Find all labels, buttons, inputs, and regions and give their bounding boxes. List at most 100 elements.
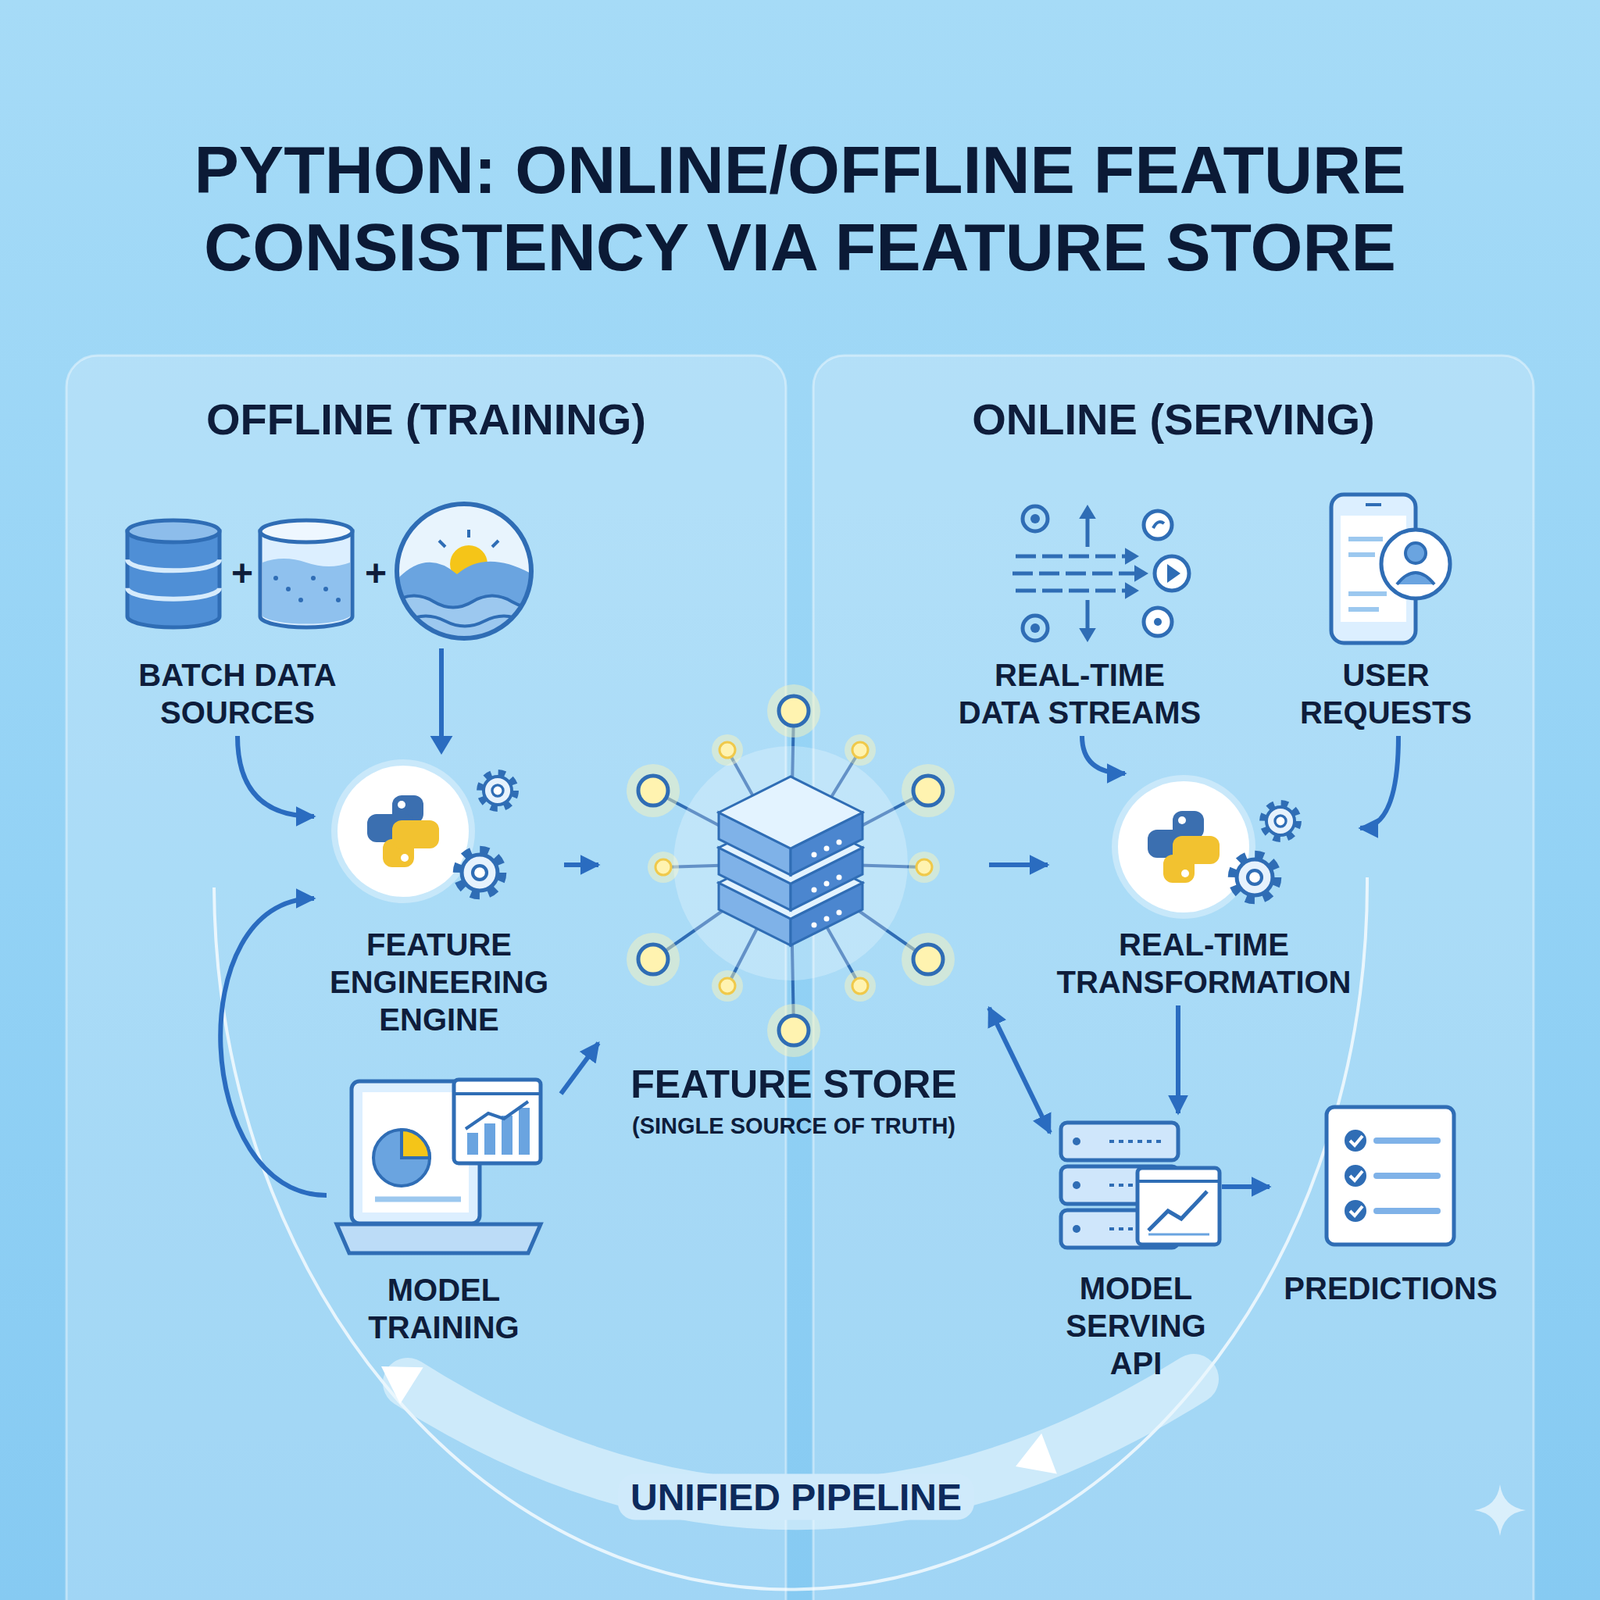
stream-icon	[1078, 504, 1097, 519]
stream-icon	[1125, 547, 1140, 565]
hub-glow	[626, 764, 680, 818]
chart-window	[453, 1079, 541, 1164]
checklist-icon	[1350, 1135, 1363, 1146]
sparkle	[1474, 1484, 1526, 1536]
pipeline-outline	[214, 877, 1368, 1590]
feature-store-node: FEATURE STORE (SINGLE SOURCE OF TRUTH)	[598, 687, 990, 1145]
process-node: REAL-TIME TRANSFORMATION	[1047, 773, 1361, 1006]
pipeline-arrowhead	[1015, 1433, 1058, 1475]
node-label: FEATURE STORE	[598, 1060, 990, 1108]
flow-arrow	[989, 1007, 1050, 1133]
chart-window	[465, 1101, 529, 1129]
python-icon	[397, 800, 406, 809]
output-node: PREDICTIONS	[1269, 1101, 1512, 1312]
hub-dot	[778, 1015, 809, 1046]
stream-icon	[1012, 556, 1135, 591]
gear-icon	[457, 850, 502, 895]
laptop-icon	[401, 1129, 430, 1158]
hub-dot	[913, 944, 943, 975]
stream-icon	[1022, 506, 1048, 532]
hub-dot	[638, 775, 668, 806]
flow-arrowhead	[430, 735, 454, 755]
chart-window	[1148, 1191, 1208, 1231]
node-label: BATCH DATA SOURCES	[112, 656, 363, 732]
stream-icon	[1153, 617, 1162, 626]
chart-window	[501, 1115, 513, 1155]
stream-icon	[1030, 623, 1040, 633]
node-label: USER REQUESTS	[1288, 656, 1484, 732]
chart-window	[484, 1123, 496, 1155]
store-led	[824, 881, 830, 887]
plus-sign: +	[364, 551, 387, 595]
stream-icon	[1153, 521, 1165, 529]
process-node: MODEL TRAINING	[326, 1074, 561, 1351]
pipeline-arrowhead	[381, 1366, 424, 1404]
checklist-icon	[1344, 1164, 1367, 1187]
user-badge	[1396, 572, 1435, 585]
hub-dot	[719, 742, 736, 758]
flow-arrow	[989, 862, 1048, 868]
checklist-icon	[1376, 1172, 1438, 1179]
gear-icon	[1266, 807, 1295, 836]
python-icon	[400, 853, 409, 862]
node-label: MODEL SERVING API	[1050, 1269, 1222, 1383]
gear-icon	[1263, 803, 1298, 839]
chart-window	[1148, 1233, 1210, 1236]
stream-icon	[1154, 556, 1190, 591]
database-icon	[127, 520, 220, 543]
checklist-icon	[1326, 1107, 1454, 1245]
chart-window	[1137, 1179, 1220, 1183]
gear-icon	[461, 854, 498, 891]
database-icon	[127, 559, 220, 599]
source-label: BATCH DATA SOURCES	[112, 656, 363, 736]
hub-glow	[711, 970, 743, 1002]
stream-icon	[1078, 628, 1097, 643]
store-led	[836, 910, 843, 916]
store-led	[811, 922, 818, 929]
source-label: REAL-TIME DATA STREAMS	[950, 656, 1209, 736]
flow-arrow	[1360, 735, 1399, 829]
chart-window	[467, 1132, 479, 1155]
gear-icon	[1275, 815, 1286, 827]
hub-glow	[767, 1003, 821, 1058]
stream-icon	[1143, 510, 1172, 540]
checklist-icon	[1344, 1200, 1367, 1222]
data-lake-icon	[335, 597, 341, 603]
python-icon	[337, 765, 469, 897]
database-icon	[127, 531, 220, 628]
flow-arrow	[439, 648, 444, 740]
data-lake-icon	[310, 575, 316, 581]
hub-glow	[626, 932, 680, 986]
node-label: FEATURE ENGINEERING ENGINE	[314, 925, 565, 1039]
hub-glow	[908, 851, 940, 883]
chart-window	[453, 1092, 541, 1096]
chart-window	[518, 1107, 530, 1155]
checklist-icon	[1376, 1207, 1438, 1215]
store-led	[824, 916, 830, 922]
store-led	[811, 887, 818, 893]
hub-glow	[901, 764, 955, 818]
flow-arrow	[560, 1042, 599, 1094]
server-icon	[1072, 1225, 1081, 1233]
stream-icon	[1143, 607, 1172, 636]
checklist-icon	[1376, 1137, 1438, 1144]
python-icon	[331, 759, 475, 904]
hub-dot	[913, 775, 943, 806]
flow-arrow	[1221, 1184, 1270, 1190]
data-lake-icon	[323, 586, 329, 592]
store-slab	[718, 776, 863, 849]
data-lake-icon	[260, 531, 353, 628]
node-subtitle: (SINGLE SOURCE OF TRUTH)	[598, 1112, 990, 1140]
gear-icon	[472, 865, 487, 880]
gear-icon	[492, 785, 504, 797]
node-label: MODEL TRAINING	[326, 1271, 561, 1347]
flow-arrow	[1175, 1005, 1181, 1114]
gear-icon	[483, 776, 512, 805]
data-lake-icon	[262, 558, 350, 625]
hub-dot	[852, 978, 868, 994]
laptop-icon	[375, 1196, 461, 1203]
phone-icon	[1365, 503, 1382, 507]
python-icon	[1178, 816, 1186, 825]
gear-icon	[1232, 855, 1277, 900]
store-led	[811, 852, 818, 858]
